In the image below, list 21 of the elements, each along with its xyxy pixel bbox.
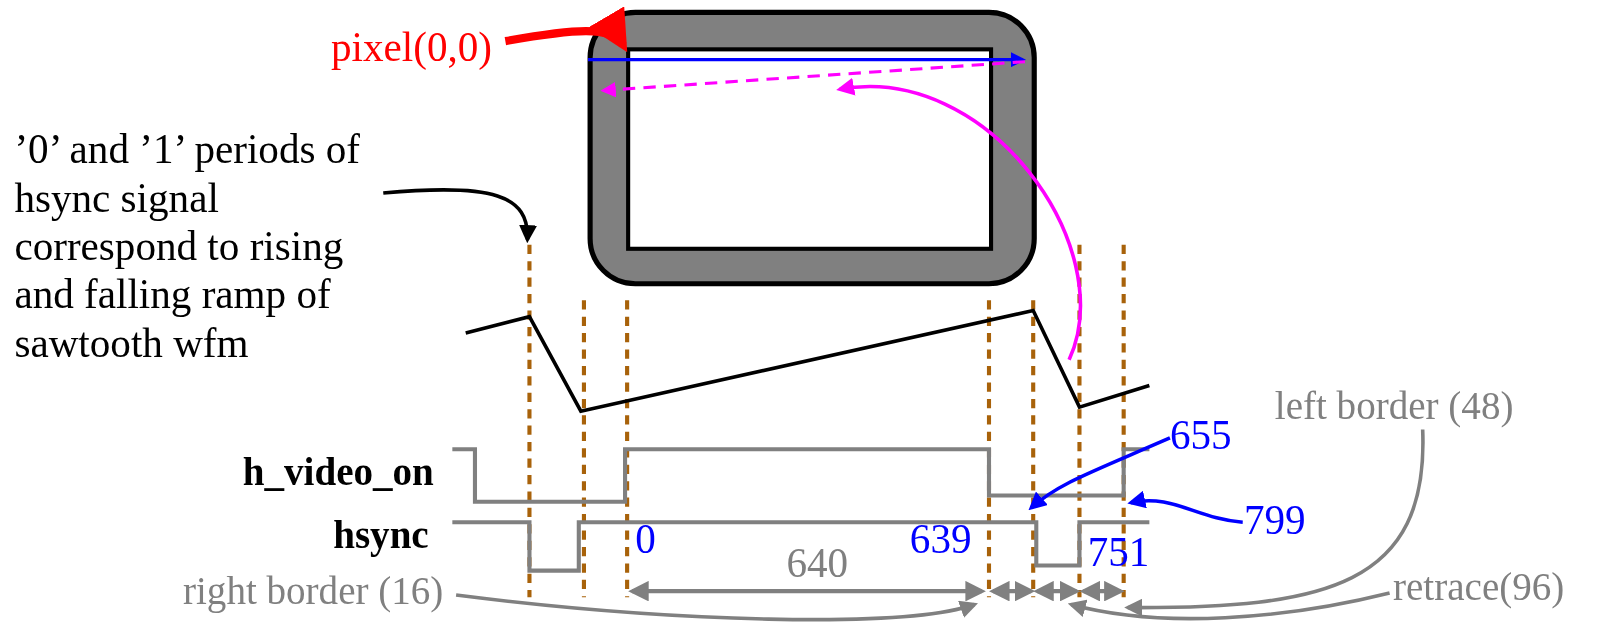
leader-arrow	[1127, 491, 1243, 525]
interval-label: left border (48)	[1274, 386, 1514, 426]
pixel-label: pixel(0,0)	[331, 26, 493, 68]
pixel-count-label: 655	[1169, 415, 1232, 457]
signal-name: h_video_on	[242, 452, 434, 492]
leader-arrow	[1067, 591, 1390, 621]
pixel-count-label: 751	[1087, 532, 1150, 574]
dimension-label: 640	[786, 542, 849, 584]
leader-arrow	[1124, 429, 1425, 617]
pixel-count-label: 639	[909, 519, 972, 561]
arrow	[504, 6, 629, 52]
pixel-count-label: 799	[1243, 499, 1306, 541]
leader-arrow	[383, 188, 536, 244]
annotation-text: ’0’ and ’1’ periods of hsync signal correspond to rising and falling ramp of sawtooth wfm	[14, 125, 370, 367]
signal-name: hsync	[333, 515, 429, 555]
leader-arrow	[455, 593, 979, 622]
leader-arrow	[1028, 436, 1171, 511]
interval-label: retrace(96)	[1393, 567, 1565, 607]
pixel-count-label: 0	[635, 519, 656, 561]
arrow	[836, 79, 1082, 361]
interval-label: right border (16)	[183, 571, 444, 611]
